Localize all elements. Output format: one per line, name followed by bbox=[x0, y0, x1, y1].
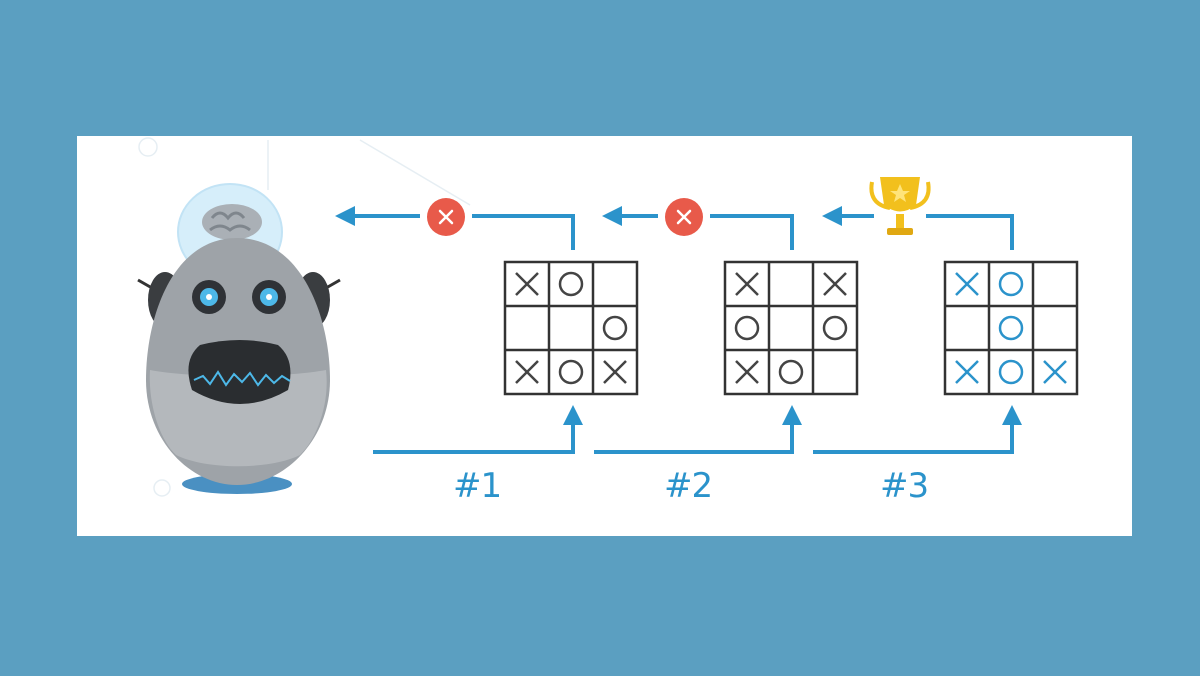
x-circle-icon bbox=[665, 198, 703, 236]
trophy-icon bbox=[869, 177, 931, 235]
board-2-o-mark bbox=[734, 315, 760, 341]
board-3-x-mark bbox=[1043, 360, 1067, 384]
board-3 bbox=[943, 260, 1079, 396]
attempt-3-input-arrow bbox=[813, 405, 1022, 454]
game-boards bbox=[503, 260, 1079, 396]
attempt-label-1: #1 bbox=[453, 466, 502, 506]
board-3-x-mark bbox=[955, 272, 979, 296]
background-network-decoration bbox=[138, 137, 471, 497]
board-1-o-mark bbox=[602, 315, 628, 341]
board-3-x-mark bbox=[955, 360, 979, 384]
attempt-1-feedback-line bbox=[472, 214, 575, 250]
board-1-x-mark bbox=[515, 360, 539, 384]
board-3-o-mark bbox=[998, 359, 1024, 385]
x-circle-icon bbox=[427, 198, 465, 236]
board-1-x-mark bbox=[603, 360, 627, 384]
board-2-x-mark bbox=[735, 272, 759, 296]
board-2-x-mark bbox=[823, 272, 847, 296]
result-badges bbox=[427, 177, 931, 236]
board-1 bbox=[503, 260, 639, 396]
attempt-3-feedback-line bbox=[926, 214, 1014, 250]
board-2 bbox=[723, 260, 859, 396]
attempt-2-feedback-line bbox=[710, 214, 794, 250]
diagram-panel: #1 #2 #3 bbox=[77, 136, 1132, 536]
learning-loop-diagram bbox=[137, 137, 1079, 497]
attempt-label-2: #2 bbox=[664, 466, 713, 506]
attempt-1-input-arrow bbox=[373, 405, 583, 454]
board-2-o-mark bbox=[778, 359, 804, 385]
board-3-o-mark bbox=[998, 315, 1024, 341]
board-1-o-mark bbox=[558, 359, 584, 385]
robot-icon bbox=[137, 183, 341, 494]
flow-arrows bbox=[335, 206, 1022, 454]
board-1-o-mark bbox=[558, 271, 584, 297]
board-1-x-mark bbox=[515, 272, 539, 296]
board-2-o-mark bbox=[822, 315, 848, 341]
board-2-x-mark bbox=[735, 360, 759, 384]
board-3-o-mark bbox=[998, 271, 1024, 297]
attempt-2-input-arrow bbox=[594, 405, 802, 454]
attempt-label-3: #3 bbox=[880, 466, 929, 506]
